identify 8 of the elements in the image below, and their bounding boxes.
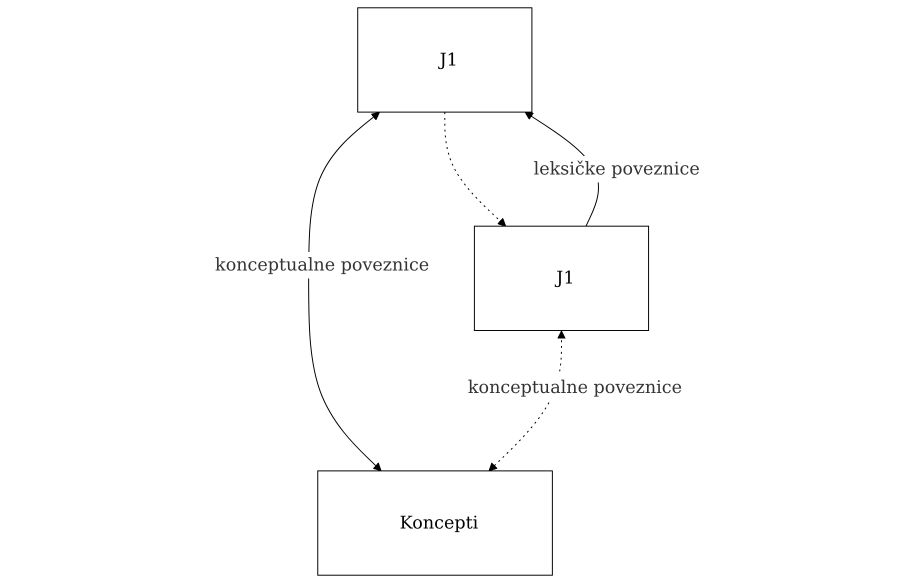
node-box: Koncepti	[317, 470, 553, 576]
edge-label: konceptualne poveznice	[215, 254, 430, 276]
arrow	[308, 112, 382, 472]
arrow	[444, 112, 506, 227]
node-box: J1	[357, 7, 532, 113]
edge-label: leksičke poveznice	[534, 158, 700, 180]
edge-label: konceptualne poveznice	[468, 377, 682, 398]
node-box: J1	[474, 226, 650, 331]
